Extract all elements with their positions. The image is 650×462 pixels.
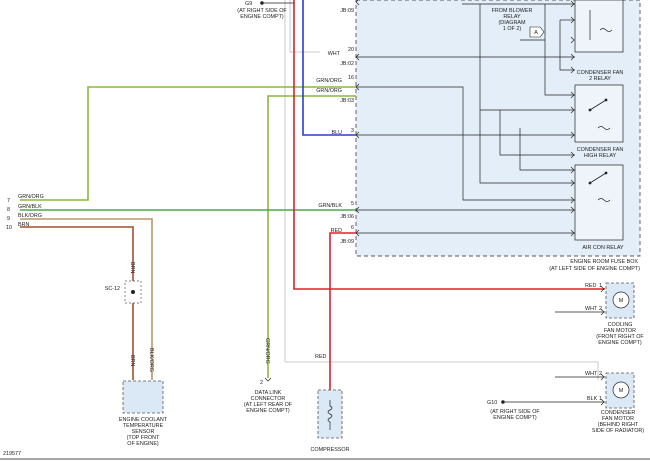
cooling-pin-1: 1 <box>599 283 602 289</box>
pin-20-connector: JB:02 <box>340 61 354 67</box>
pin-3-wire: BLU <box>332 130 343 136</box>
cooling-pin-1-wire: RED <box>585 283 596 289</box>
diagram-id: 219577 <box>3 451 21 457</box>
compressor-label: COMPRESSOR <box>311 447 350 453</box>
relay-pin-chevrons <box>570 0 575 237</box>
pin-6-wire: RED <box>331 228 342 234</box>
pin-20-number: 20 <box>348 47 354 53</box>
pin-6-number: 6 <box>351 225 354 231</box>
pin-top-connector: JB:09 <box>340 8 354 14</box>
left-pin-10-num: 10 <box>6 225 12 231</box>
fuse-box-location: (AT LEFT SIDE OF ENGINE COMPT) <box>549 266 640 272</box>
left-pin-9-num: 9 <box>7 216 10 222</box>
blower-tag: A <box>534 30 538 36</box>
data-link-pin: 2 <box>260 380 263 386</box>
brn-wire-label-top: BRN <box>129 262 135 273</box>
pin-6-connector: JB:09 <box>340 239 354 245</box>
compressor-wire-label: RED <box>315 354 326 360</box>
condenser-pin-1-wire: BLK <box>587 396 598 402</box>
left-pin-10-wire: BRN <box>18 222 29 228</box>
condenser-pin-2: 2 <box>599 371 602 377</box>
condenser-pin-2-wire: WHT <box>585 371 598 377</box>
grnorg-wire-label: GRN/ORG <box>264 338 270 364</box>
splice-label: SC-12 <box>105 286 120 292</box>
condenser-pin-1: 1 <box>599 396 602 402</box>
splice-sc12: SC-12 <box>105 280 142 304</box>
left-pin-9-wire: BLK/ORG <box>18 213 42 219</box>
ground-g9-label: G9 <box>245 1 252 7</box>
pin-5-number: 5 <box>351 201 354 207</box>
cooling-pin-2: 2 <box>599 306 602 312</box>
left-pin-7-num: 7 <box>7 198 10 204</box>
brn-wire-label-bottom: BRN <box>129 355 135 366</box>
pin-5-wire: GRN/BLK <box>318 203 342 209</box>
cooling-pin-2-wire: WHT <box>585 306 598 312</box>
pin-5-connector: JB:06 <box>340 214 354 220</box>
ground-g10-label: G10 <box>487 400 497 406</box>
left-pin-8-wire: GRN/BLK <box>18 204 42 210</box>
pin-grnorg-wire: GRN/ORG <box>316 88 342 94</box>
compressor: RED COMPRESSOR <box>311 354 350 453</box>
left-pin-7-wire: GRN/ORG <box>18 194 44 200</box>
pin-grnorg-connector: JB:03 <box>340 98 354 104</box>
fuse-box-title: ENGINE ROOM FUSE BOX <box>570 259 638 265</box>
pin-20-wire: WHT <box>328 51 341 57</box>
relay-label: AIR CON RELAY <box>582 245 624 251</box>
cooling-motor-symbol: M <box>619 298 624 304</box>
pin-3-number: 3 <box>351 128 354 134</box>
blower-tag-shape <box>529 26 545 38</box>
fuse-box-internal-wiring <box>356 3 575 234</box>
left-pin-8-num: 8 <box>7 207 10 213</box>
colored-wires <box>20 0 605 390</box>
pin-16-wire: GRN/ORG <box>316 78 342 84</box>
left-connector: 7 GRN/ORG 8 GRN/BLK 9 BLK/ORG 10 BRN <box>6 194 44 231</box>
grey-harness-lines <box>284 0 599 380</box>
blkorg-wire-label: BLK/ORG <box>148 348 154 372</box>
condenser-motor-symbol: M <box>619 388 624 394</box>
pin-16-number: 16 <box>348 75 354 81</box>
relay-air-con: AIR CON RELAY <box>574 164 624 251</box>
